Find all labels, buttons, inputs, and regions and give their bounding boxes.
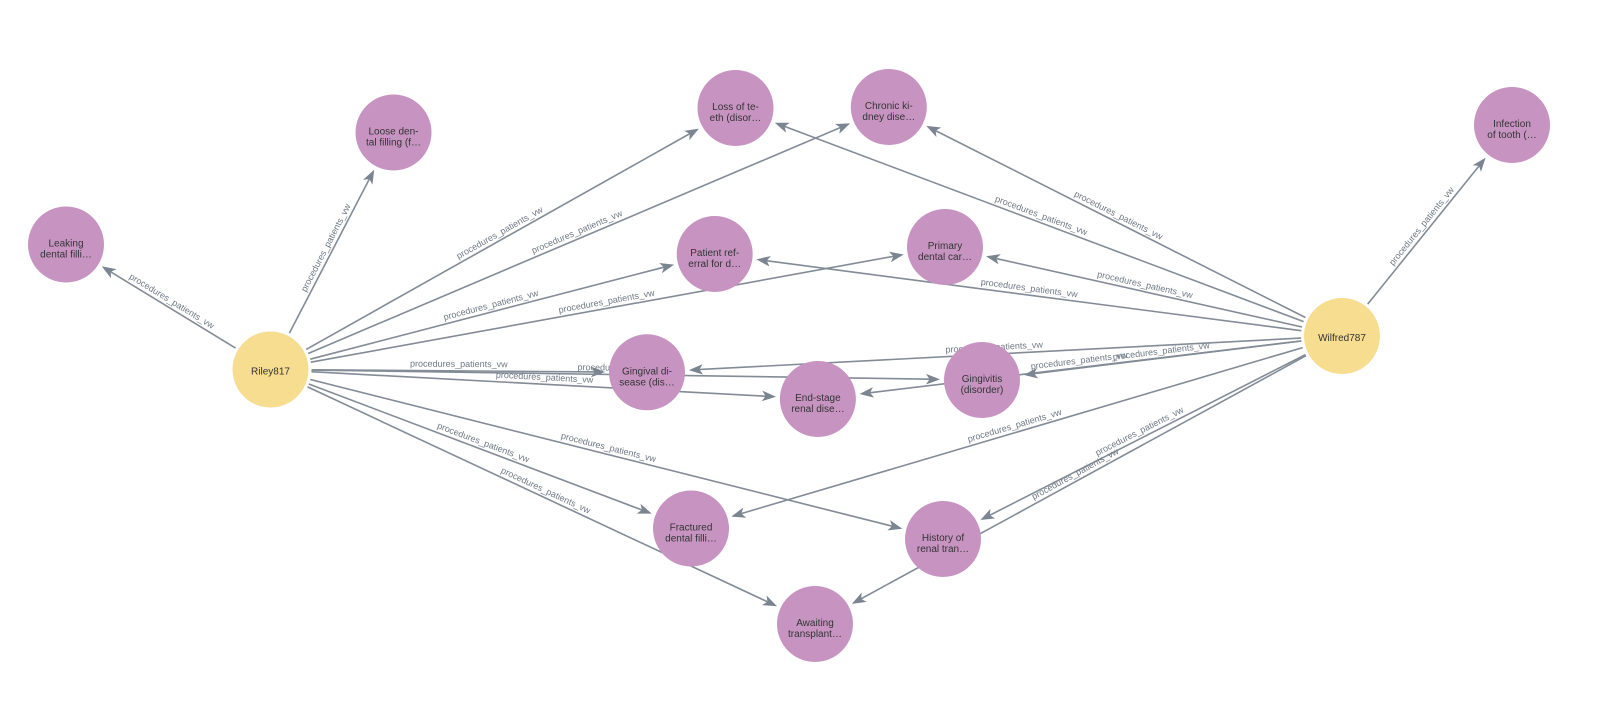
svg-text:Fractured: Fractured xyxy=(670,523,713,534)
svg-text:procedures_patients_vw: procedures_patients_vw xyxy=(299,202,353,294)
svg-text:procedures_patients_vw: procedures_patients_vw xyxy=(455,204,545,261)
svg-text:procedures_patients_vw: procedures_patients_vw xyxy=(128,271,217,331)
svg-text:End-stage: End-stage xyxy=(795,393,841,404)
svg-text:dental car…: dental car… xyxy=(918,252,972,263)
svg-text:procedures_patients_vw: procedures_patients_vw xyxy=(1030,446,1121,502)
svg-text:Loose den-: Loose den- xyxy=(368,127,418,138)
svg-text:Gingival di-: Gingival di- xyxy=(622,366,672,377)
svg-text:dental filli…: dental filli… xyxy=(40,250,92,261)
svg-text:(disorder): (disorder) xyxy=(961,385,1004,396)
svg-text:procedures_patients_vw: procedures_patients_vw xyxy=(436,421,531,465)
svg-text:dental filli…: dental filli… xyxy=(665,534,717,545)
svg-text:procedures_patients_vw: procedures_patients_vw xyxy=(410,359,508,370)
svg-text:Wilfred787: Wilfred787 xyxy=(1318,333,1366,344)
svg-text:Patient ref-: Patient ref- xyxy=(690,248,739,259)
svg-text:renal tran…: renal tran… xyxy=(917,544,969,555)
svg-text:procedures_patients_vw: procedures_patients_vw xyxy=(442,288,539,322)
svg-text:procedures_patients_vw: procedures_patients_vw xyxy=(1387,185,1456,268)
svg-text:Loss of te-: Loss of te- xyxy=(712,102,759,113)
svg-text:Riley817: Riley817 xyxy=(251,367,290,378)
svg-text:Chronic ki-: Chronic ki- xyxy=(865,101,913,112)
svg-text:dney dise…: dney dise… xyxy=(862,112,915,123)
svg-text:erral for d…: erral for d… xyxy=(688,259,741,270)
svg-text:sease (dis…: sease (dis… xyxy=(619,377,675,388)
svg-text:eth (disor…: eth (disor… xyxy=(710,113,762,124)
svg-text:Infection: Infection xyxy=(1493,119,1531,130)
svg-text:Awaiting: Awaiting xyxy=(796,618,834,629)
svg-text:renal dise…: renal dise… xyxy=(791,404,844,415)
svg-text:History of: History of xyxy=(922,533,964,544)
svg-text:transplant…: transplant… xyxy=(788,629,842,640)
svg-text:procedures_patients_vw: procedures_patients_vw xyxy=(980,277,1079,300)
svg-text:tal filling (f…: tal filling (f… xyxy=(366,138,421,149)
svg-text:procedures_patients_vw: procedures_patients_vw xyxy=(1073,189,1165,242)
svg-text:Gingivitis: Gingivitis xyxy=(962,374,1003,385)
svg-text:procedures_patients_vw: procedures_patients_vw xyxy=(560,431,658,465)
svg-text:Primary: Primary xyxy=(928,241,962,252)
svg-text:of tooth (…: of tooth (… xyxy=(1487,130,1536,141)
svg-text:Leaking: Leaking xyxy=(48,239,83,250)
